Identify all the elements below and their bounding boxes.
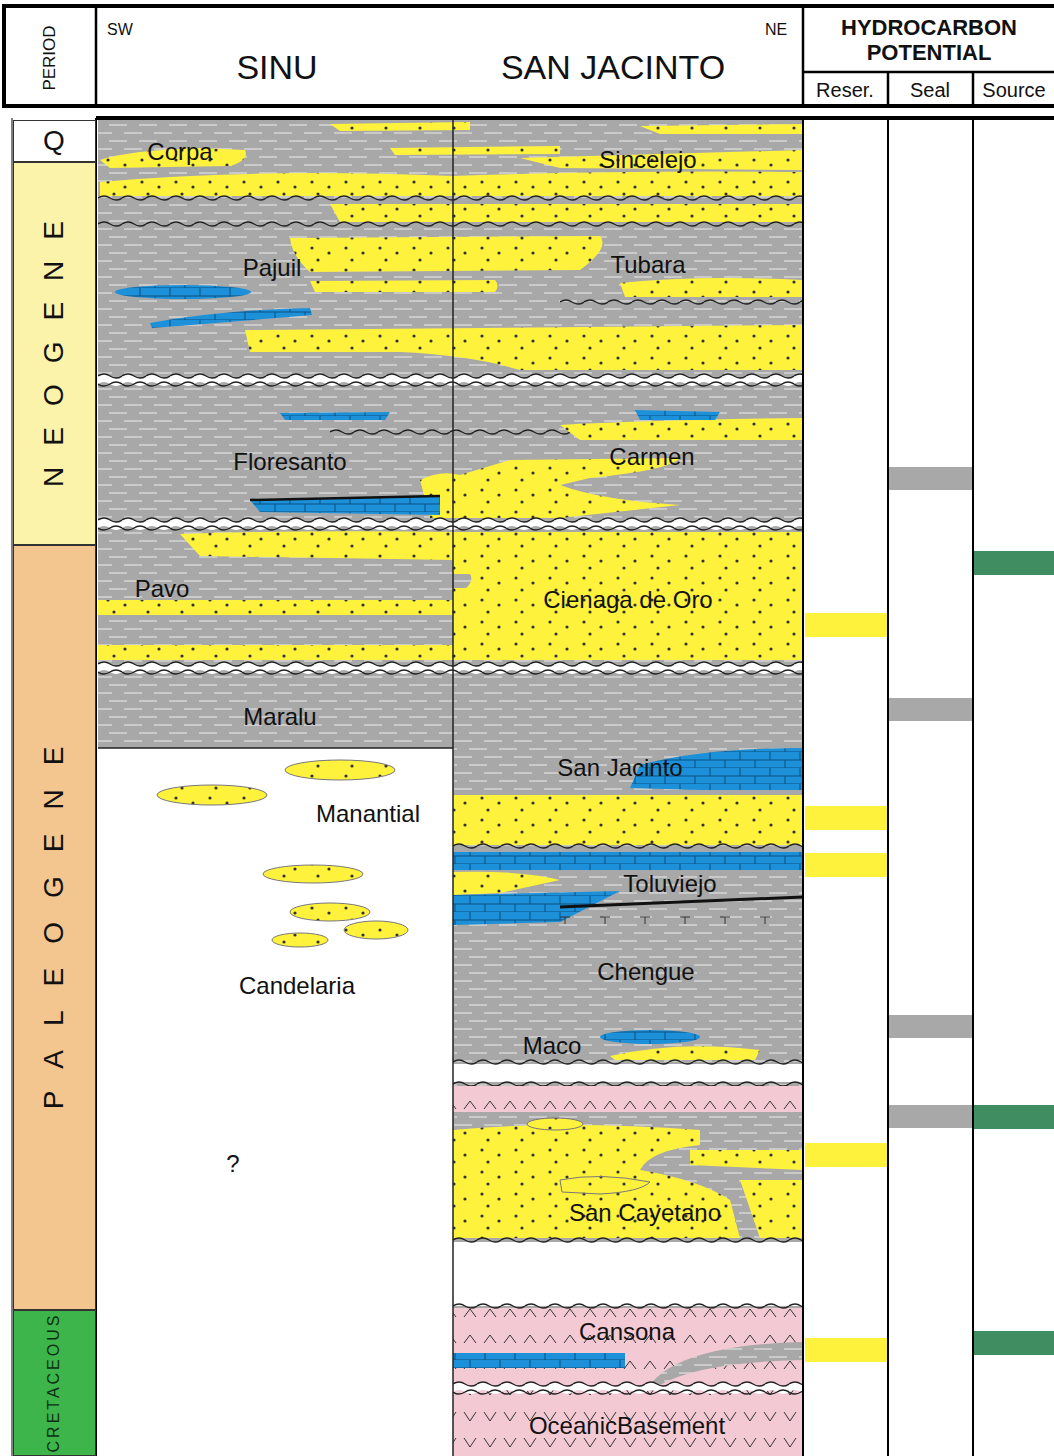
formation-label: Chengue [597,959,694,985]
formation-label: San Cayetano [569,1200,721,1226]
formation-label: San Jacinto [557,755,682,781]
source-column-header: Source [973,72,1054,106]
node-text: Seal [910,79,950,101]
formation-label: Pajuil [243,255,302,281]
potential-header: HYDROCARBON POTENTIAL Reser. Seal Source [803,6,1054,106]
node-text: SINU [236,49,317,86]
reservoir-column-header: Reser. [803,72,888,106]
period-band: NEOGENE [13,162,96,545]
node-text: PERIOD [41,25,60,90]
period-header: PERIOD [4,6,96,106]
formation-label: Carmen [609,444,694,470]
node-text: Q [43,126,65,157]
formation-label: Pavo [135,576,190,602]
formation-label: Candelaria [239,973,355,999]
formation-label: Tubara [610,252,685,278]
period-band: Q [13,120,96,162]
node-text: Source [982,79,1045,101]
formation-label: Corpa [147,139,212,165]
node-text: NE [765,21,787,39]
seal-column-header: Seal [888,72,973,106]
period-band: PALEOGENE [13,545,96,1310]
node-text: Reser. [816,79,874,101]
formation-label: Floresanto [233,449,346,475]
node-text: CRETACEOUS [45,1313,63,1456]
formation-label: Cienaga de Oro [543,587,712,613]
formation-label: Manantial [316,801,420,827]
formation-label: Toluviejo [623,871,716,897]
node-text: SAN JACINTO [501,49,725,86]
node-text: HYDROCARBON POTENTIAL [809,15,1049,66]
formation-label: Sincelejo [599,147,696,173]
node-text: NEOGENE [39,200,70,508]
formation-label: ? [226,1151,239,1177]
formation-label: Maco [523,1033,582,1059]
formation-label: OceanicBasement [529,1413,725,1439]
node-text: PALEOGENE [39,723,70,1134]
formation-label: Maralu [243,704,316,730]
period-band: CRETACEOUS [13,1310,96,1456]
formation-label: Cansona [579,1319,675,1345]
node-text: SW [107,21,133,39]
column-header: SW SINU SAN JACINTO NE [96,6,803,106]
